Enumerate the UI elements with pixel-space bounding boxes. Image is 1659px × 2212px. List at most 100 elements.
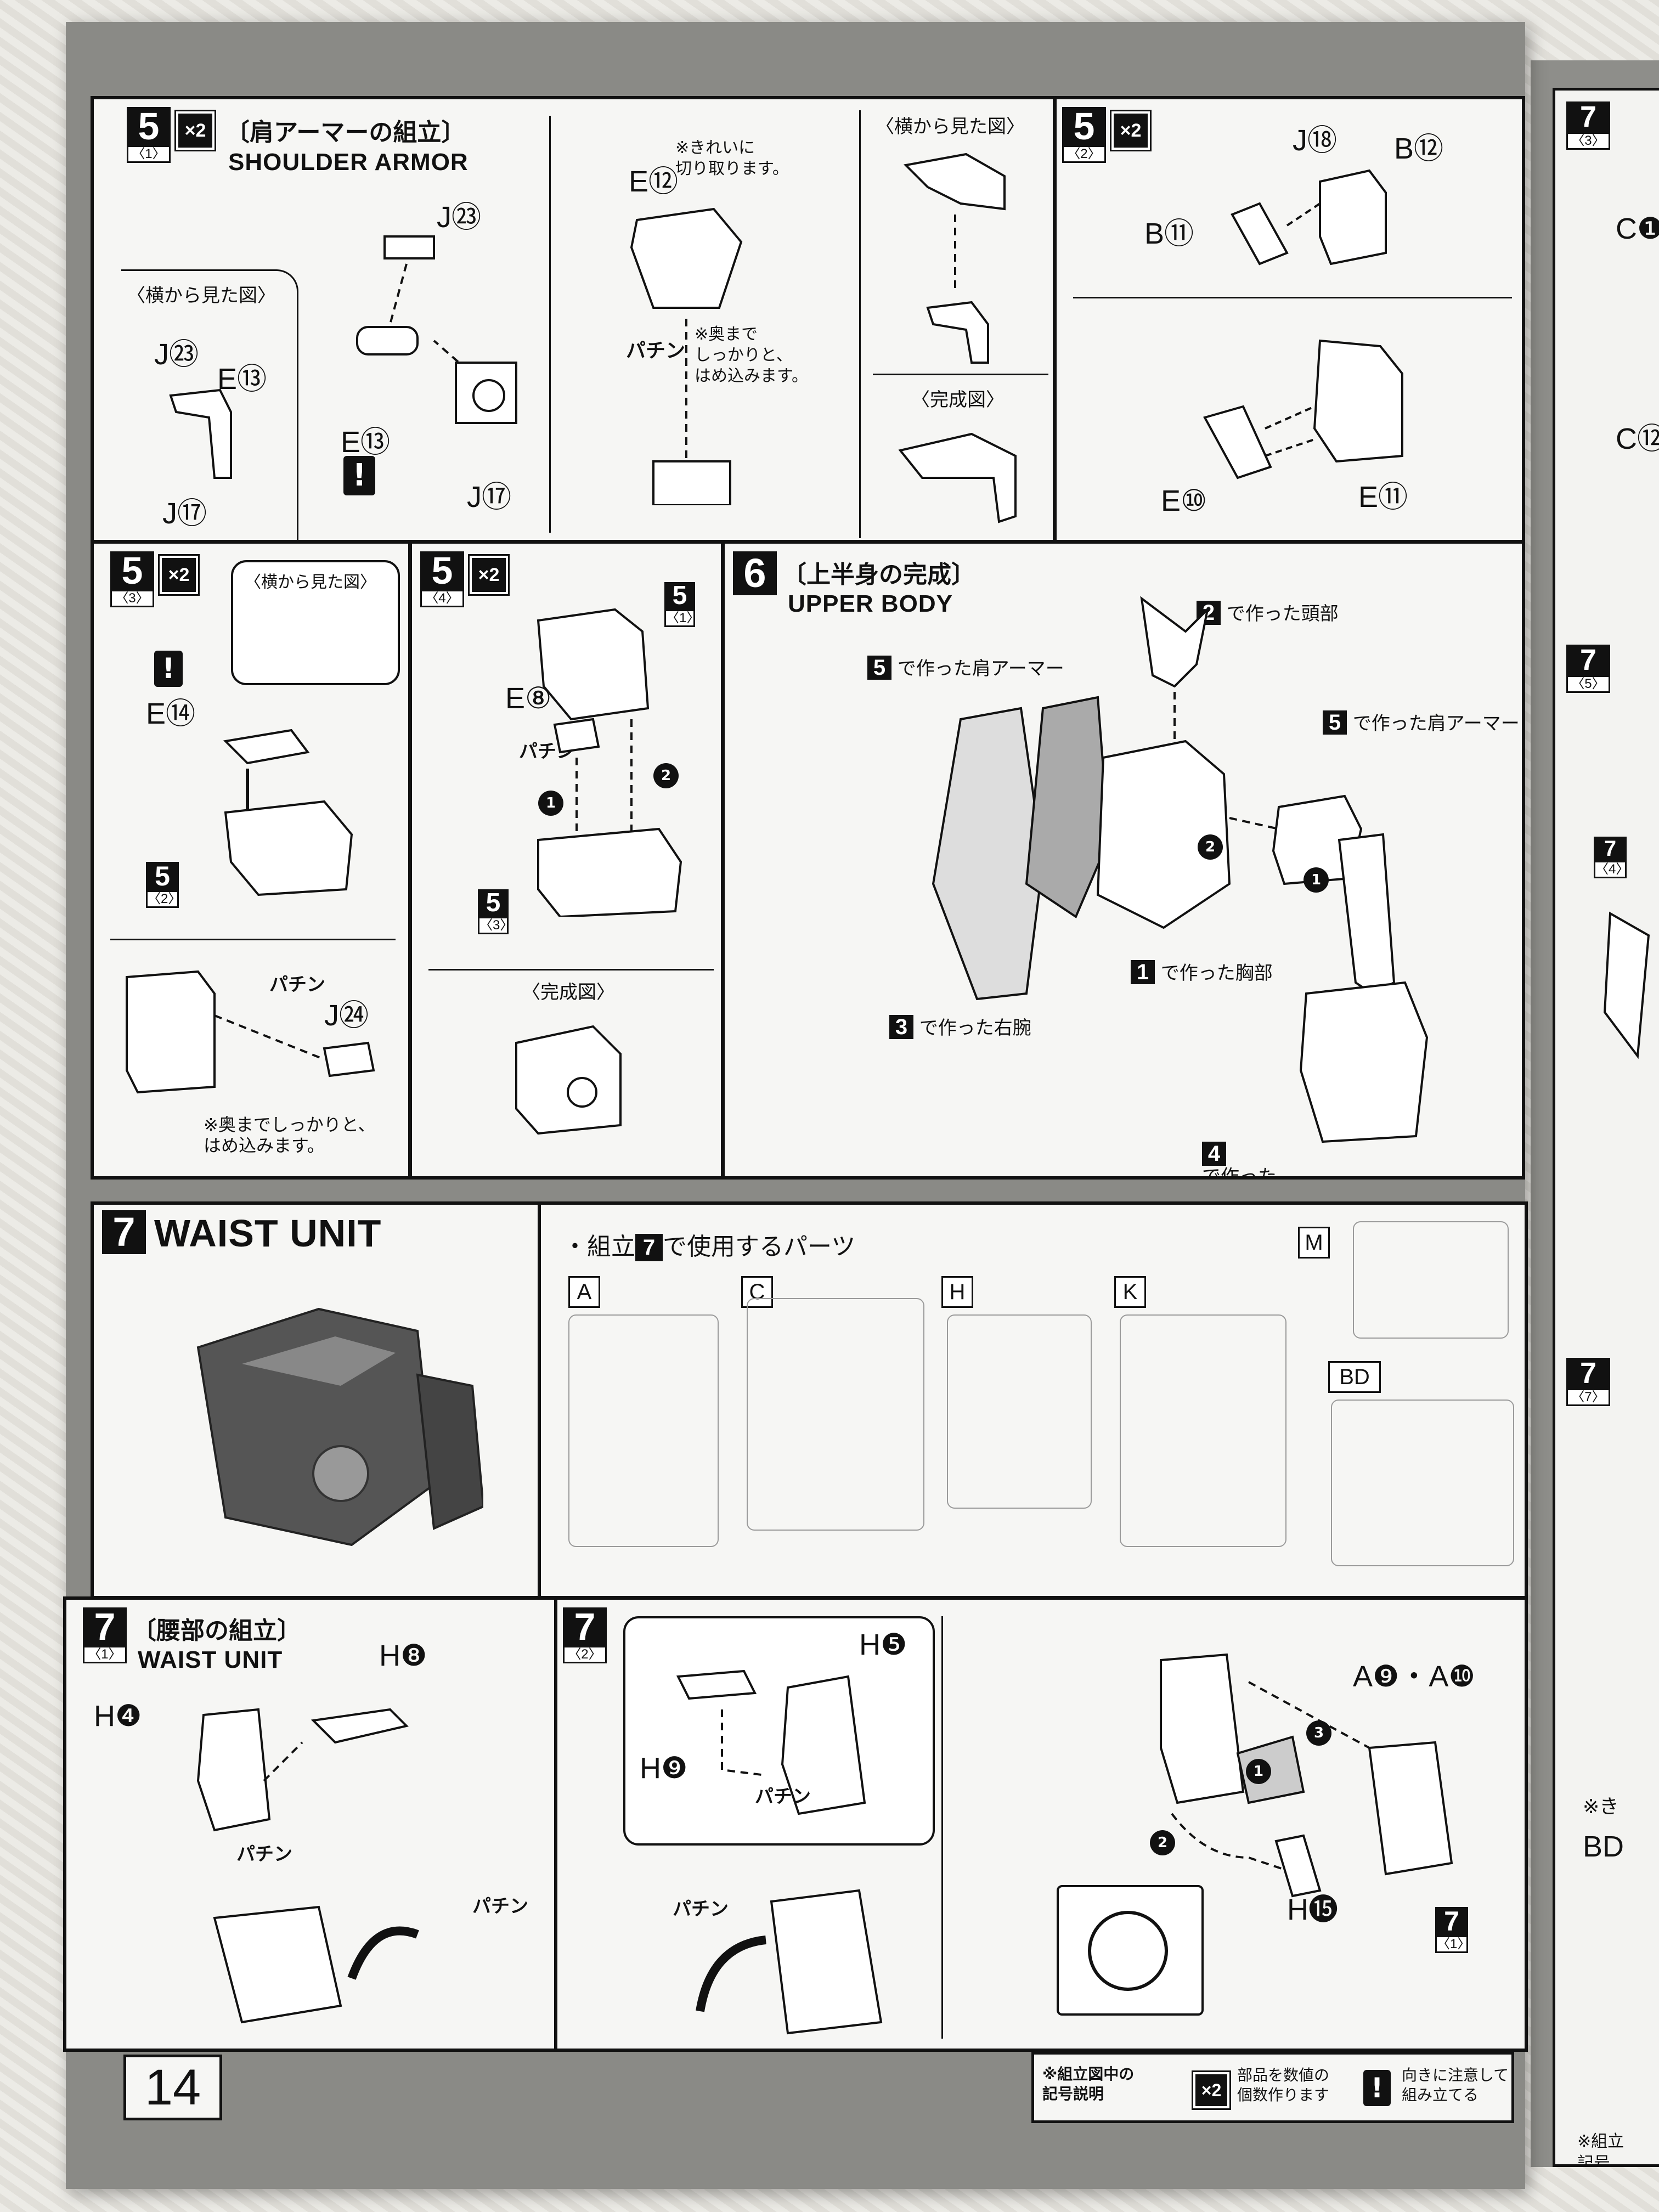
panel-step-5-3: 5〈3〉 ×2 〈横から見た図〉 ! E⑭ 5〈2〉 パチン J㉔ ※奥までしっ…: [91, 540, 411, 1180]
next-legend: 記号: [1577, 2154, 1610, 2167]
runner-c: [747, 1298, 924, 1531]
side-view-drawing: [169, 388, 232, 479]
part-label-j17: J⑰: [467, 481, 511, 514]
arrow-step-2: 2: [1198, 834, 1223, 860]
panel-step-6: 6 〔上半身の完成〕 UPPER BODY 2 で作った頭部 5 で作った肩アー…: [721, 540, 1525, 1180]
caption-chest: 1 で作った胸部: [1131, 958, 1273, 985]
assembly-drawing: [630, 207, 743, 505]
caption-shoulder-right: 5 で作った肩アーマー: [1323, 708, 1520, 735]
snap-sound: パチン: [236, 1843, 292, 1865]
assembly-drawing: [126, 970, 375, 1094]
complete-caption: 〈完成図〉: [522, 981, 615, 1003]
runner-label-c: C: [741, 1276, 773, 1308]
divider: [110, 939, 396, 940]
caption-head: 2 で作った頭部: [1197, 599, 1339, 625]
runner-m: [1353, 1221, 1509, 1339]
step-title-jp: 〔腰部の組立〕: [132, 1617, 301, 1645]
part-label-j17: J⑰: [162, 497, 207, 530]
panel-step-7-image: 7 WAIST UNIT: [91, 1201, 546, 1599]
divider: [549, 116, 551, 533]
part-label-e14: E⑭: [146, 697, 196, 730]
complete-drawing: [515, 1025, 622, 1135]
arrow-step-3: 3: [1306, 1720, 1331, 1746]
step-title-en: UPPER BODY: [788, 590, 953, 617]
part-label-h4: H❹: [94, 1700, 142, 1733]
assembly-drawing: [676, 1669, 866, 1815]
next-note: ※き: [1583, 1796, 1620, 1818]
runner-k: [1120, 1314, 1286, 1547]
side-view-caption: 〈横から見た図〉: [127, 285, 276, 307]
part-label-j24: J㉔: [324, 999, 369, 1032]
assembly-drawing: [223, 729, 353, 896]
complete-drawing: [898, 432, 1017, 523]
arrow-step-1: 1: [1246, 1759, 1271, 1784]
part-label-e13: E⑬: [341, 426, 391, 459]
step-number-7-1: 7〈1〉: [83, 1607, 127, 1663]
caution-icon: !: [154, 651, 183, 687]
next-page-edge: 7〈3〉 C❶ C⑫ 7〈5〉 7〈4〉 7〈7〉 ※き BD ※組立 記号: [1531, 60, 1659, 2167]
caption-right-arm: 3 で作った右腕: [889, 1013, 1031, 1040]
next-runner-label: BD: [1583, 1830, 1624, 1863]
part-label-j23: J㉓: [437, 201, 481, 234]
caption-left-arm: 4 で作った 左腕: [1202, 1142, 1277, 1180]
legend-title: ※組立図中の 記号説明: [1042, 2065, 1135, 2103]
next-step-7-3: 7〈3〉: [1566, 101, 1610, 150]
ref-step-7-1: 7〈1〉: [1435, 1907, 1470, 1953]
ref-step-5-2: 5〈2〉: [146, 862, 181, 908]
runner-label-k: K: [1114, 1276, 1146, 1308]
step-number-7: 7: [102, 1210, 146, 1254]
part-label-b12: B⑫: [1394, 132, 1444, 165]
side-view-callout: [231, 560, 400, 685]
legend-x2-text: 部品を数値の 個数作ります: [1237, 2066, 1330, 2104]
snap-sound: パチン: [673, 1898, 729, 1920]
panel-step-5-1: 5〈1〉 ×2 〔肩アーマーの組立〕 SHOULDER ARMOR 〈横から見た…: [91, 96, 1056, 543]
times-two-icon: ×2: [158, 554, 200, 596]
legend-warn-text: 向きに注意して 組み立てる: [1402, 2066, 1509, 2104]
part-label-h15: H⓯: [1287, 1893, 1338, 1926]
assembly-drawing: [356, 235, 517, 424]
times-two-icon: ×2: [174, 110, 216, 151]
caption-shoulder-left: 5 で作った肩アーマー: [867, 653, 1064, 680]
divider: [941, 1616, 943, 2039]
arrow-step-1: 1: [1304, 867, 1329, 893]
snap-sound: パチン: [755, 1786, 811, 1808]
divider: [859, 110, 861, 538]
panel-step-7-2: 7〈2〉 H❺ H❾ パチン パチン A❾・A❿ H⓯ 3 1 2 7〈1〉: [554, 1596, 1528, 2052]
side-view-drawing: [903, 153, 1006, 364]
part-label-e13: E⑬: [217, 363, 267, 396]
runner-a: [568, 1314, 719, 1547]
times-two-icon: ×2: [1110, 110, 1152, 151]
next-part-drawing: [1603, 911, 1650, 1059]
runner-label-a: A: [568, 1276, 600, 1308]
part-label-j23: J㉓: [154, 338, 199, 371]
next-page-panel: 7〈3〉 C❶ C⑫ 7〈5〉 7〈4〉 7〈7〉 ※き BD ※組立 記号: [1553, 88, 1659, 2167]
step-number-5-2: 5〈2〉: [1062, 107, 1106, 163]
assembly-drawing: [213, 1905, 419, 2024]
side-view-box: [121, 269, 298, 540]
snap-sound: パチン: [626, 340, 686, 362]
part-label-e10: E⑩: [1161, 484, 1207, 517]
fit-note: ※奥までしっかりと、 はめ込みます。: [204, 1114, 376, 1156]
divider: [873, 374, 1048, 375]
times-two-icon: ×2: [1192, 2070, 1231, 2110]
next-step-7-4: 7〈4〉: [1594, 837, 1629, 878]
page-number: 14: [123, 2055, 222, 2120]
assembly-drawing: [1231, 169, 1387, 266]
step-number-5-4: 5〈4〉: [420, 551, 464, 607]
times-two-icon: ×2: [468, 554, 510, 596]
detail-callout: [623, 1616, 935, 1846]
next-legend: ※組立: [1577, 2132, 1624, 2151]
assembly-drawing: [537, 608, 682, 917]
runner-label-h: H: [941, 1276, 973, 1308]
divider: [428, 969, 714, 970]
part-label-h5: H❺: [859, 1628, 907, 1661]
arrow-step-2: 2: [653, 763, 679, 788]
assembly-drawing: [196, 1708, 409, 1832]
zoom-callout: [1057, 1885, 1204, 2016]
arrow-step-2: 2: [1150, 1830, 1175, 1855]
divider: [1073, 297, 1512, 298]
step-number-5-3: 5〈3〉: [110, 551, 154, 607]
step-number-6: 6: [733, 551, 777, 595]
panel-step-7-1: 7〈1〉 〔腰部の組立〕 WAIST UNIT H❽ H❹ パチン パチン: [63, 1596, 560, 2052]
part-label-b11: B⑪: [1144, 217, 1194, 250]
